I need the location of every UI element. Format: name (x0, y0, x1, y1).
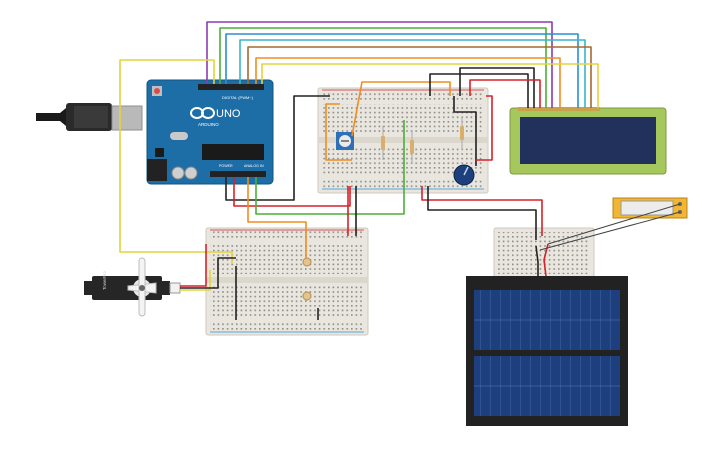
resistor-3 (460, 118, 464, 150)
wire-yellow-top (261, 63, 599, 108)
wire-solar-red (543, 243, 549, 277)
resistor-1 (381, 126, 385, 160)
wire-green (219, 27, 547, 108)
lcd-display (509, 107, 667, 175)
sensor-module (612, 197, 688, 219)
trimmer-potentiometer (336, 132, 354, 150)
servo-brand-label: TowerPro (102, 270, 107, 290)
digital-header-label: DIGITAL (PWM~) (222, 95, 254, 100)
wire-black-small (427, 186, 537, 240)
board-model-label: UNO (216, 108, 241, 120)
power-header-label: POWER (219, 164, 233, 168)
wire-orange-1 (351, 81, 451, 137)
breadboard-small (493, 227, 595, 279)
wire-black-servo (180, 257, 236, 289)
breadboard-top (317, 87, 489, 194)
wire-purple (206, 21, 553, 108)
wire-black-lcd-2 (459, 67, 535, 108)
wire-orange-top (255, 57, 561, 108)
wire-sensor-1 (547, 203, 681, 245)
wire-brown (247, 46, 592, 108)
wire-red-5v (233, 177, 351, 207)
wire-orange-a0 (247, 177, 307, 252)
wire-red-servo (180, 244, 207, 287)
photoresistor-2 (302, 291, 312, 301)
wire-black-lcd (429, 73, 529, 108)
wire-yellow-servo-2 (180, 270, 211, 291)
wire-yellow-servo (119, 59, 233, 264)
arduino-uno: UNO ARDUINO DIGITAL (PWM~) POWER ANALOG … (36, 79, 274, 185)
servo-motor: TowerPro (84, 257, 181, 317)
board-brand-label: ARDUINO (198, 122, 219, 127)
wire-solar-black (535, 245, 539, 276)
wire-orange-2 (325, 103, 352, 161)
wire-black-gnd (225, 95, 330, 201)
arduino-logo: UNO ARDUINO (190, 107, 241, 127)
usb-cable (36, 103, 143, 131)
wire-green-a1 (255, 120, 405, 215)
resistor-2 (410, 130, 414, 164)
rotary-potentiometer (453, 164, 475, 186)
breadboard-left (205, 227, 369, 336)
wire-red-small (421, 186, 543, 236)
wire-red-lcd (469, 79, 541, 108)
wire-sensor-2 (539, 211, 681, 251)
wire-blue (225, 33, 579, 108)
photoresistor-1 (302, 257, 312, 267)
wires (119, 21, 681, 320)
wire-red-pot (476, 95, 493, 161)
solar-panel (466, 276, 628, 426)
wire-black-pot (453, 96, 477, 166)
wire-cyan (239, 39, 586, 108)
analog-header-label: ANALOG IN (244, 164, 264, 168)
